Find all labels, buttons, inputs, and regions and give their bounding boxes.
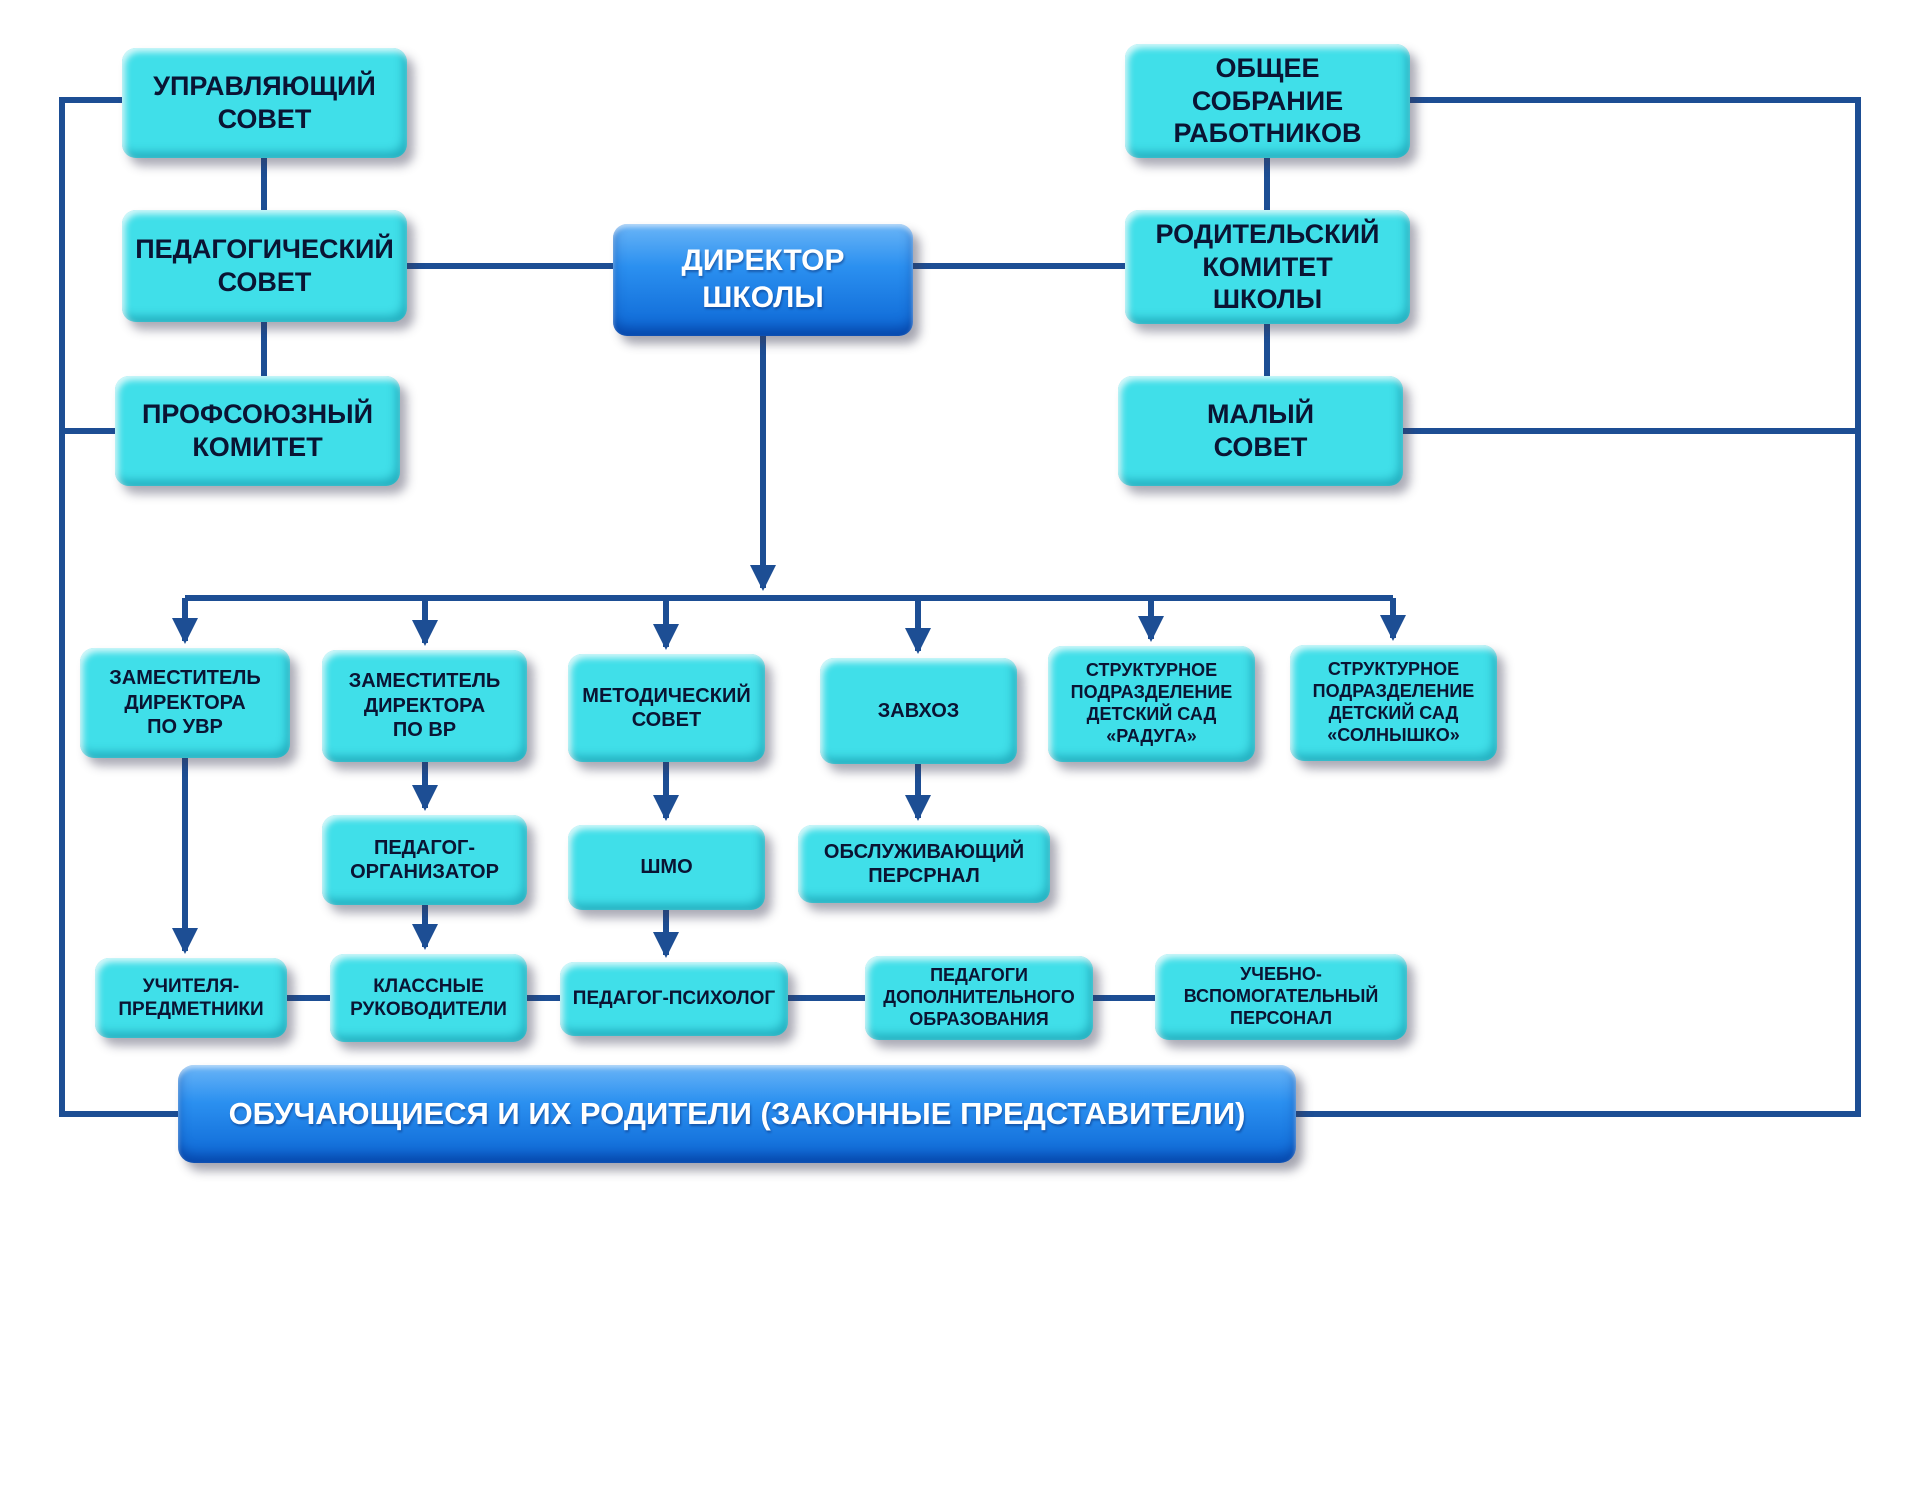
node-pedagog-psikholog: ПЕДАГОГ-ПСИХОЛОГ <box>560 962 788 1036</box>
node-label: РОДИТЕЛЬСКИЙ КОМИТЕТ ШКОЛЫ <box>1155 218 1380 315</box>
node-detskiy-sad-raduga: СТРУКТУРНОЕ ПОДРАЗДЕЛЕНИЕ ДЕТСКИЙ САД «Р… <box>1048 646 1255 762</box>
node-uchitelya-predmetniki: УЧИТЕЛЯ- ПРЕДМЕТНИКИ <box>95 958 287 1038</box>
node-label: УЧИТЕЛЯ- ПРЕДМЕТНИКИ <box>118 975 264 1020</box>
node-uchebno-vspomogatelnyy-personal: УЧЕБНО- ВСПОМОГАТЕЛЬНЫЙ ПЕРСОНАЛ <box>1155 954 1407 1040</box>
node-label: ОБЩЕЕ СОБРАНИЕ РАБОТНИКОВ <box>1173 52 1362 149</box>
node-label: ЗАМЕСТИТЕЛЬ ДИРЕКТОРА ПО ВР <box>348 670 501 742</box>
node-zam-direktora-po-uvr: ЗАМЕСТИТЕЛЬ ДИРЕКТОРА ПО УВР <box>80 648 290 758</box>
node-shmo: ШМО <box>568 825 765 910</box>
node-label: ДИРЕКТОР ШКОЛЫ <box>681 244 845 314</box>
node-label: ПЕДАГОГ- ОРГАНИЗАТОР <box>350 836 499 883</box>
node-label: УЧЕБНО- ВСПОМОГАТЕЛЬНЫЙ ПЕРСОНАЛ <box>1183 964 1379 1028</box>
node-zavkhoz: ЗАВХОЗ <box>820 658 1017 764</box>
node-roditelskiy-komitet-shkoly: РОДИТЕЛЬСКИЙ КОМИТЕТ ШКОЛЫ <box>1125 210 1410 324</box>
node-label: МАЛЫЙ СОВЕТ <box>1206 399 1315 462</box>
node-obshchee-sobranie-rabotnikov: ОБЩЕЕ СОБРАНИЕ РАБОТНИКОВ <box>1125 44 1410 158</box>
node-direktor-shkoly: ДИРЕКТОР ШКОЛЫ <box>613 224 913 336</box>
node-label: МЕТОДИЧЕСКИЙ СОВЕТ <box>582 684 751 731</box>
node-malyy-sovet: МАЛЫЙ СОВЕТ <box>1118 376 1403 486</box>
node-label: ПЕДАГОГ-ПСИХОЛОГ <box>572 988 776 1010</box>
node-label: СТРУКТУРНОЕ ПОДРАЗДЕЛЕНИЕ ДЕТСКИЙ САД «Р… <box>1070 660 1233 746</box>
node-zam-direktora-po-vr: ЗАМЕСТИТЕЛЬ ДИРЕКТОРА ПО ВР <box>322 650 527 762</box>
node-label: ЗАМЕСТИТЕЛЬ ДИРЕКТОРА ПО УВР <box>109 667 261 739</box>
node-label: ПЕДАГОГИЧЕСКИЙ СОВЕТ <box>135 234 394 297</box>
node-label: ОБСЛУЖИВАЮЩИЙ ПЕРСРНАЛ <box>823 840 1025 887</box>
connector-group <box>59 97 1861 1117</box>
node-detskiy-sad-solnyshko: СТРУКТУРНОЕ ПОДРАЗДЕЛЕНИЕ ДЕТСКИЙ САД «С… <box>1290 645 1497 761</box>
node-label: УПРАВЛЯЮЩИЙ СОВЕТ <box>153 71 376 134</box>
node-label: СТРУКТУРНОЕ ПОДРАЗДЕЛЕНИЕ ДЕТСКИЙ САД «С… <box>1312 659 1475 745</box>
node-klassnye-rukovoditeli: КЛАССНЫЕ РУКОВОДИТЕЛИ <box>330 954 527 1042</box>
node-profsoyuznyy-komitet: ПРОФСОЮЗНЫЙ КОМИТЕТ <box>115 376 400 486</box>
node-label: КЛАССНЫЕ РУКОВОДИТЕЛИ <box>350 975 507 1020</box>
node-pedagogicheskiy-sovet: ПЕДАГОГИЧЕСКИЙ СОВЕТ <box>122 210 407 322</box>
node-upravlyayushchiy-sovet: УПРАВЛЯЮЩИЙ СОВЕТ <box>122 48 407 158</box>
node-label: ШМО <box>640 856 693 879</box>
right-bracket-line <box>1296 97 1861 1117</box>
node-label: ЗАВХОЗ <box>877 699 960 722</box>
left-bracket-line <box>59 97 178 1117</box>
node-obuchayushchiesya: ОБУЧАЮЩИЕСЯ И ИХ РОДИТЕЛИ (ЗАКОННЫЕ ПРЕД… <box>178 1065 1296 1163</box>
node-metodicheskiy-sovet: МЕТОДИЧЕСКИЙ СОВЕТ <box>568 654 765 762</box>
node-label: ПРОФСОЮЗНЫЙ КОМИТЕТ <box>141 399 374 462</box>
node-pedagogi-dop-obrazovaniya: ПЕДАГОГИ ДОПОЛНИТЕЛЬНОГО ОБРАЗОВАНИЯ <box>865 956 1093 1040</box>
node-obsluzhivayushchiy-personal: ОБСЛУЖИВАЮЩИЙ ПЕРСРНАЛ <box>798 825 1050 903</box>
node-pedagog-organizator: ПЕДАГОГ- ОРГАНИЗАТОР <box>322 815 527 905</box>
node-label: ОБУЧАЮЩИЕСЯ И ИХ РОДИТЕЛИ (ЗАКОННЫЕ ПРЕД… <box>228 1096 1246 1132</box>
node-label: ПЕДАГОГИ ДОПОЛНИТЕЛЬНОГО ОБРАЗОВАНИЯ <box>883 965 1075 1029</box>
